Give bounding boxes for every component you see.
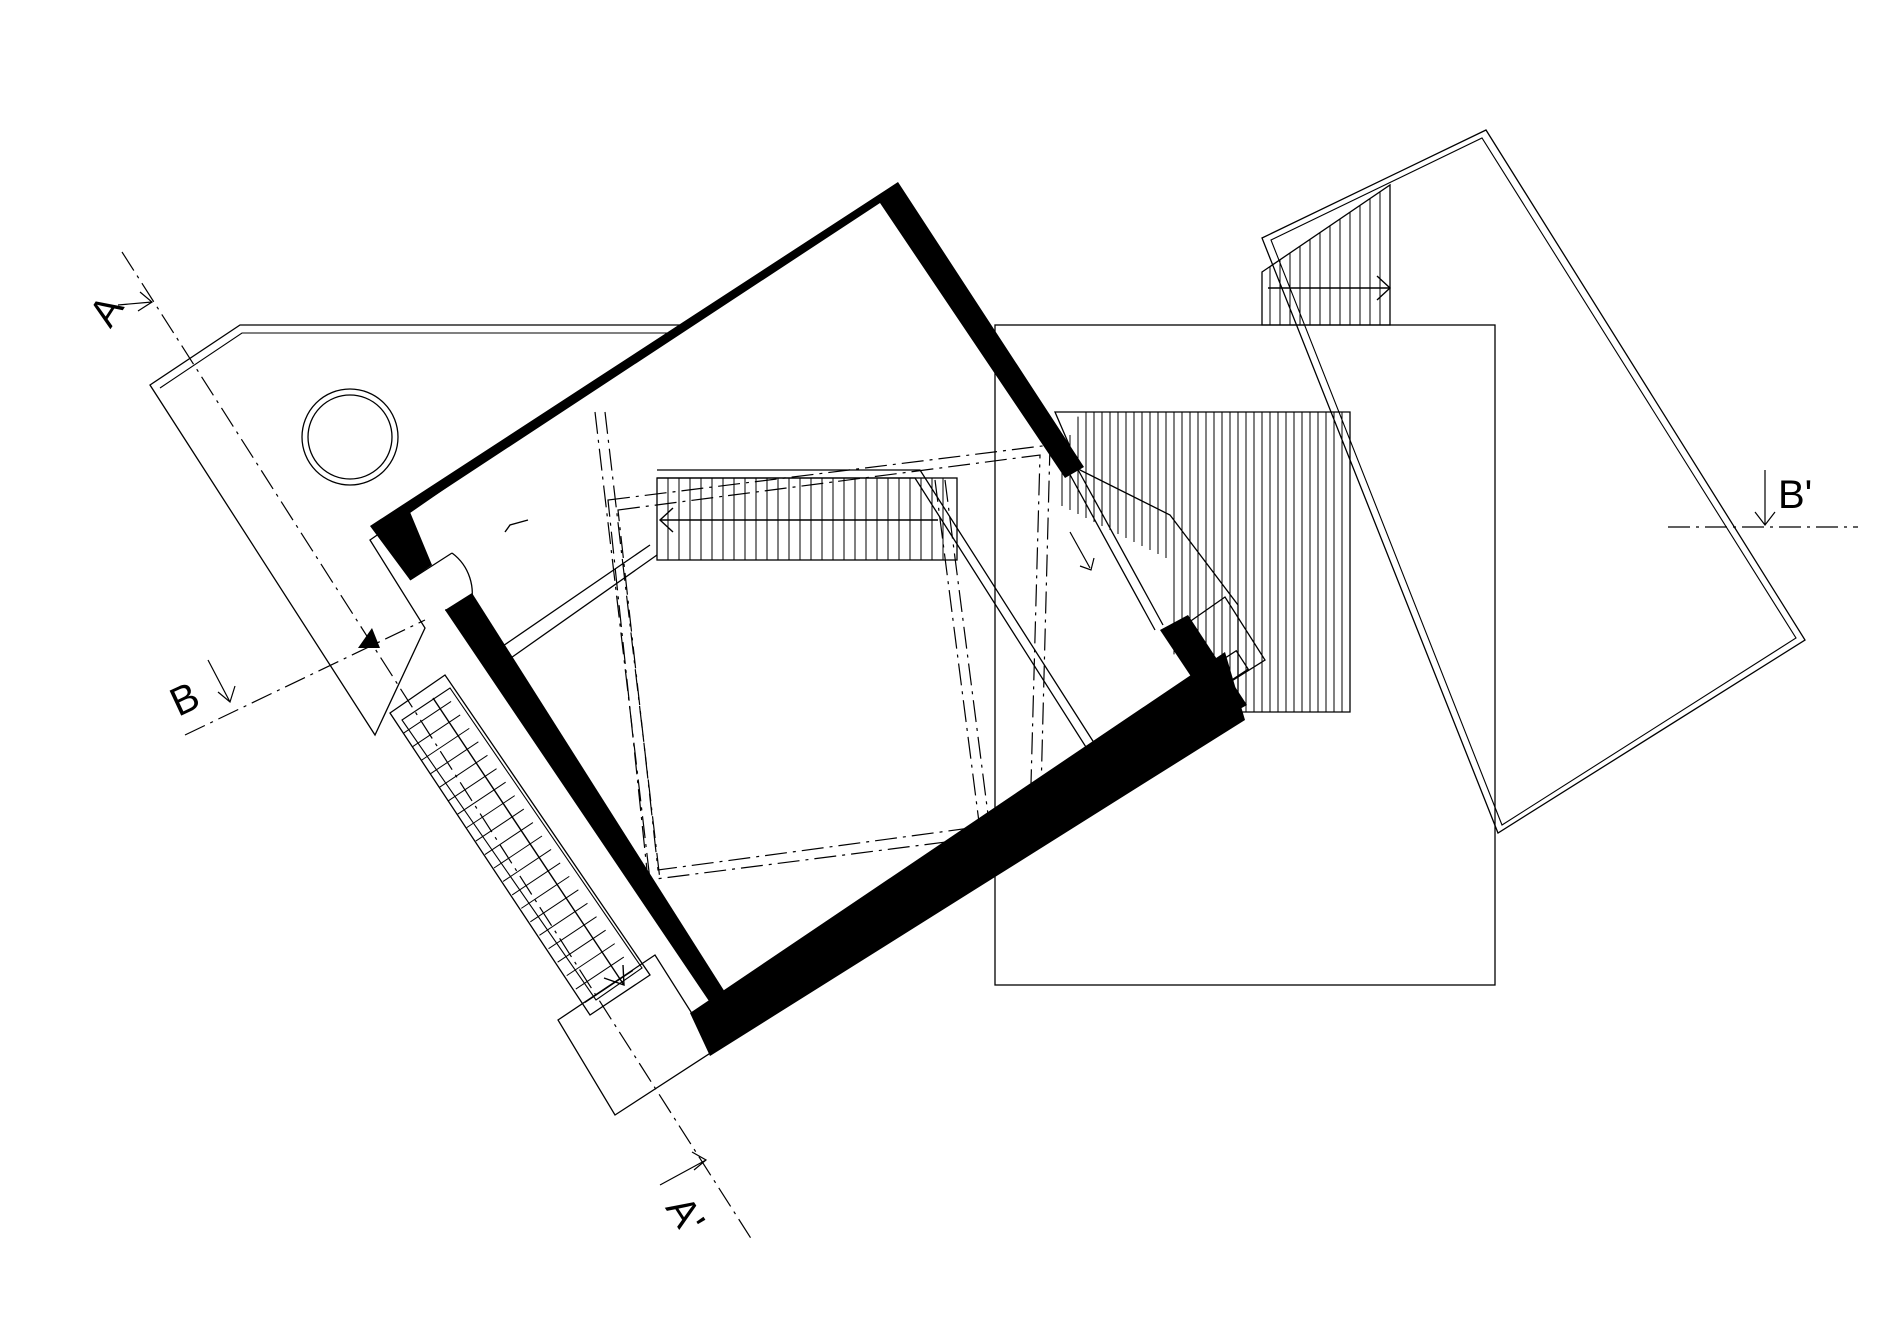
round-feature	[301, 388, 399, 486]
hatch-line	[530, 889, 579, 923]
section-label-a-end: A'	[657, 1189, 713, 1242]
hatch-line	[466, 795, 516, 829]
hatch-line	[411, 714, 461, 748]
interior-stair	[656, 477, 1095, 571]
section-line-b: B B'	[163, 470, 1858, 736]
hatch-line	[402, 701, 452, 734]
hatch-line	[493, 835, 543, 869]
hatch-line	[575, 956, 625, 990]
section-line-a: A A'	[81, 251, 753, 1242]
entrance-marker-icon	[358, 628, 380, 648]
hatch-line	[511, 862, 561, 896]
terrace-slab	[994, 324, 1496, 986]
section-label-b-start: B	[163, 674, 206, 725]
stair-arrowhead	[603, 964, 625, 987]
stair-direction-arrow	[432, 697, 625, 986]
interior-lines	[499, 454, 1164, 767]
chimney-box	[1184, 596, 1266, 683]
hatch-line	[448, 768, 497, 802]
hatch-line	[457, 781, 506, 815]
hatch-line	[484, 822, 534, 855]
hatch-line	[566, 943, 616, 977]
stair-arrowhead	[658, 507, 674, 533]
right-hatched-deck	[1054, 411, 1351, 713]
door	[409, 519, 529, 611]
hatch-line	[548, 916, 597, 950]
section-label-a-start: A	[81, 288, 133, 335]
small-arrow	[504, 519, 529, 533]
main-walls	[370, 182, 1247, 1056]
rear-deck	[1261, 129, 1806, 834]
hatch-line	[439, 754, 488, 788]
hatch-line	[420, 727, 470, 761]
small-arrow	[1069, 531, 1091, 569]
hatch-line	[520, 875, 570, 909]
hatch-line	[502, 849, 552, 882]
left-stair	[389, 674, 651, 1016]
section-label-b-end: B'	[1778, 473, 1812, 517]
hatch-line	[430, 741, 479, 775]
upper-right-stair	[1261, 183, 1392, 326]
hatch-line	[539, 902, 588, 936]
hatch-line	[475, 808, 525, 842]
hatch-line	[557, 929, 606, 963]
entry-porch	[149, 324, 683, 737]
stair-arrowhead	[1376, 275, 1392, 301]
